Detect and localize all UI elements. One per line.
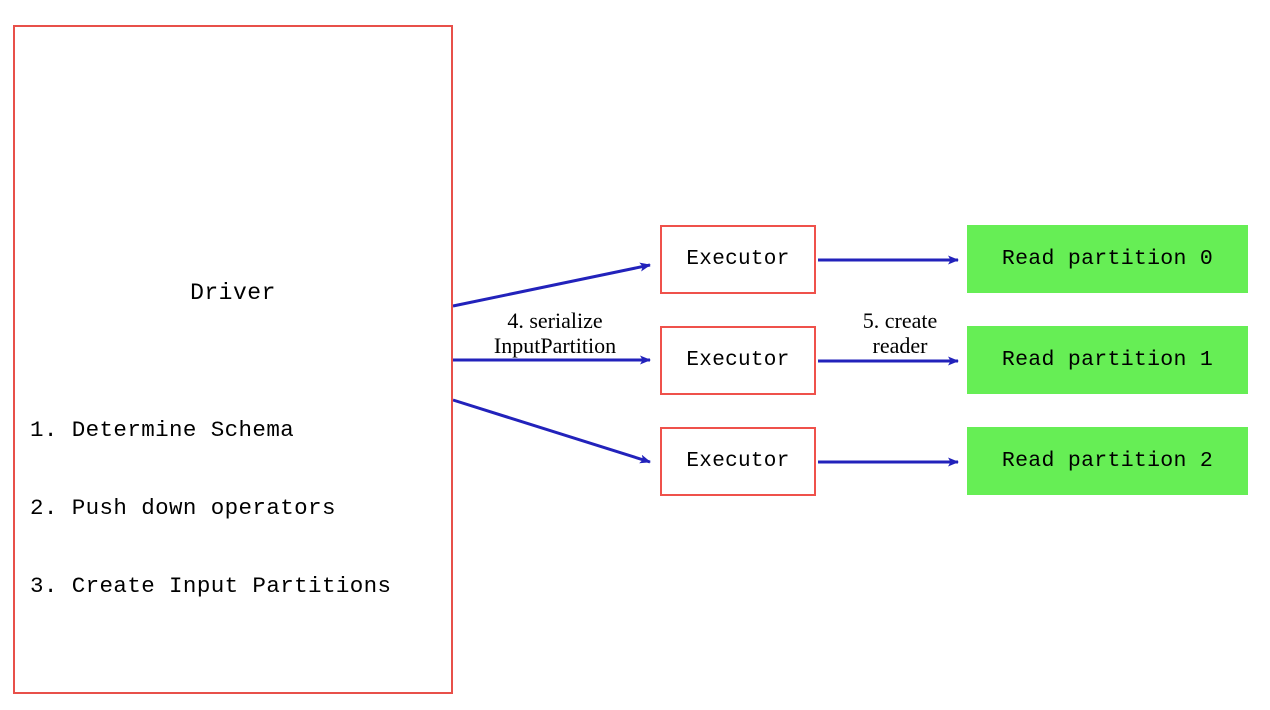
driver-steps-list: 1. Determine Schema 2. Push down operato… — [30, 365, 391, 651]
driver-box[interactable]: Driver 1. Determine Schema 2. Push down … — [13, 25, 453, 694]
executor-box-2[interactable]: Executor — [660, 326, 816, 395]
driver-title: Driver — [190, 280, 276, 306]
driver-step-1: 1. Determine Schema — [30, 417, 295, 443]
arrow-driver-to-executor-1 — [452, 262, 651, 308]
read-partition-box-1[interactable]: Read partition 1 — [967, 326, 1248, 394]
executor-box-3[interactable]: Executor — [660, 427, 816, 496]
read-partition-box-0[interactable]: Read partition 0 — [967, 225, 1248, 293]
edge-label-serialize-inputpartition: 4. serialize InputPartition — [493, 308, 617, 358]
driver-step-2: 2. Push down operators — [30, 495, 336, 521]
edge-label-create-reader: 5. create reader — [862, 308, 938, 358]
arrow-driver-to-executor-3 — [452, 398, 651, 464]
executor-box-1[interactable]: Executor — [660, 225, 816, 294]
driver-step-3: 3. Create Input Partitions — [30, 573, 392, 599]
read-partition-box-2[interactable]: Read partition 2 — [967, 427, 1248, 495]
